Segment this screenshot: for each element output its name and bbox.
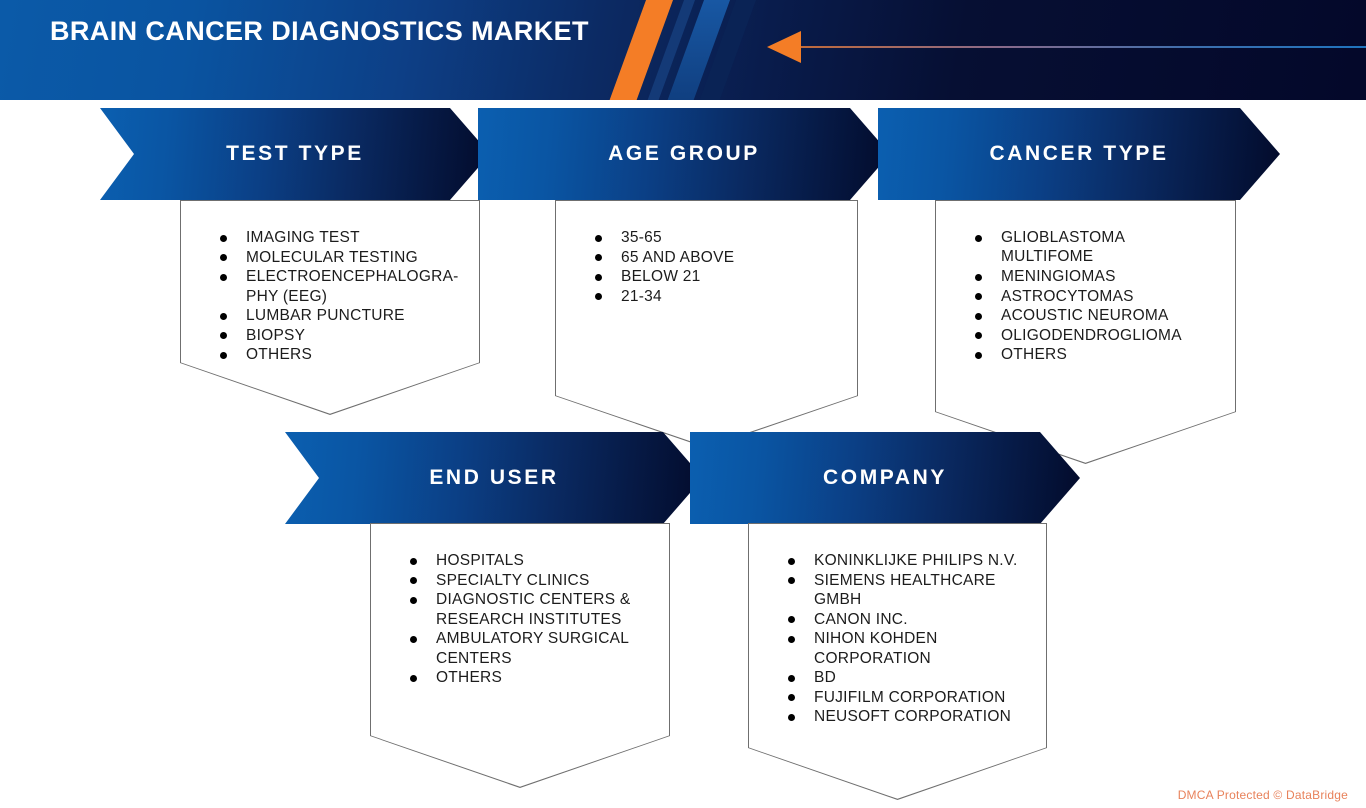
section-label: COMPANY [823,466,947,489]
list-item: MOLECULAR TESTING [218,248,462,267]
section-content-cancer-type: GLIOBLASTOMA MULTIFOME MENINGIOMAS ASTRO… [935,200,1236,464]
section-content-test-type: IMAGING TEST MOLECULAR TESTING ELECTROEN… [180,200,480,415]
list-item: OLIGODENDROGLIOMA [973,326,1218,345]
page-title: BRAIN CANCER DIAGNOSTICS MARKET [50,16,589,46]
list-item: ELECTROENCEPHALOGRA-PHY (EEG) [218,267,462,306]
list-item: CANON INC. [786,610,1029,629]
section-banner-cancer-type: CANCER TYPE [878,108,1280,200]
list-item: 65 AND ABOVE [593,248,840,267]
list-item: BIOPSY [218,326,462,345]
list-item: OTHERS [218,345,462,364]
list-item: 21-34 [593,287,840,306]
section-label: END USER [429,466,559,489]
list-item: AMBULATORY SURGICAL CENTERS [408,629,652,668]
list-item: MENINGIOMAS [973,267,1218,286]
section-content-company: KONINKLIJKE PHILIPS N.V. SIEMENS HEALTHC… [748,523,1047,800]
section-content-age-group: 35-65 65 AND ABOVE BELOW 21 21-34 [555,200,858,448]
list-item: 35-65 [593,228,840,247]
section-label: CANCER TYPE [989,142,1169,165]
bullet-list: HOSPITALS SPECIALTY CLINICS DIAGNOSTIC C… [408,551,652,688]
list-item: BD [786,668,1029,687]
list-item: ACOUSTIC NEUROMA [973,306,1218,325]
list-item: FUJIFILM CORPORATION [786,688,1029,707]
watermark-text: DMCA Protected © DataBridge [1177,788,1348,802]
list-item: HOSPITALS [408,551,652,570]
section-banner-end-user: END USER [285,432,703,524]
bullet-list: IMAGING TEST MOLECULAR TESTING ELECTROEN… [218,228,462,365]
list-item: ASTROCYTOMAS [973,287,1218,306]
list-item: KONINKLIJKE PHILIPS N.V. [786,551,1029,570]
list-item: SIEMENS HEALTHCARE GMBH [786,571,1029,610]
section-content-end-user: HOSPITALS SPECIALTY CLINICS DIAGNOSTIC C… [370,523,670,788]
section-banner-test-type: TEST TYPE [100,108,490,200]
list-item: OTHERS [973,345,1218,364]
list-item: LUMBAR PUNCTURE [218,306,462,325]
list-item: IMAGING TEST [218,228,462,247]
list-item: SPECIALTY CLINICS [408,571,652,590]
section-label: TEST TYPE [226,142,364,165]
left-arrow-icon [767,31,801,63]
list-item: BELOW 21 [593,267,840,286]
list-item: GLIOBLASTOMA MULTIFOME [973,228,1218,267]
bullet-list: GLIOBLASTOMA MULTIFOME MENINGIOMAS ASTRO… [973,228,1218,365]
list-item: NIHON KOHDEN CORPORATION [786,629,1029,668]
list-item: OTHERS [408,668,652,687]
header-rule-line [800,46,1366,48]
section-label: AGE GROUP [608,142,760,165]
page-header: BRAIN CANCER DIAGNOSTICS MARKET [0,0,1366,100]
bullet-list: KONINKLIJKE PHILIPS N.V. SIEMENS HEALTHC… [786,551,1029,727]
list-item: DIAGNOSTIC CENTERS & RESEARCH INSTITUTES [408,590,652,629]
list-item: NEUSOFT CORPORATION [786,707,1029,726]
bullet-list: 35-65 65 AND ABOVE BELOW 21 21-34 [593,228,840,306]
section-banner-age-group: AGE GROUP [478,108,890,200]
section-banner-company: COMPANY [690,432,1080,524]
